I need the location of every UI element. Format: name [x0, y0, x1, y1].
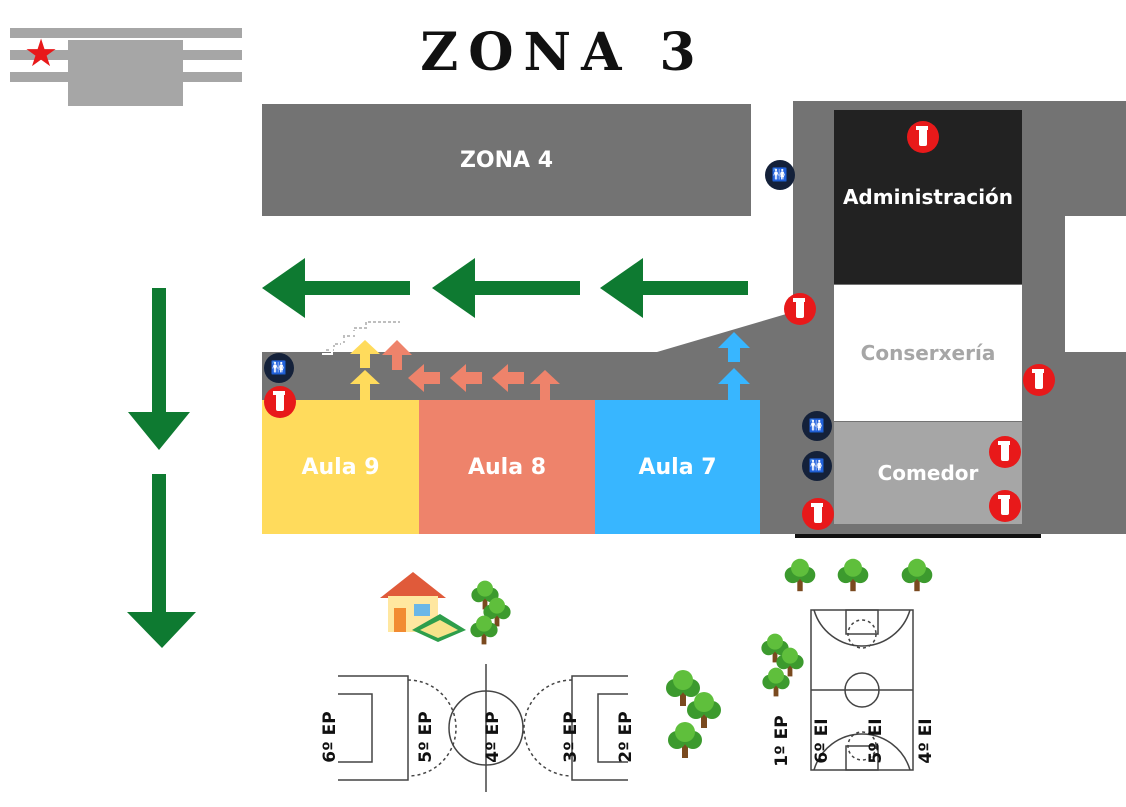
- base-line: [795, 534, 1041, 538]
- toilet-icon: 🚻: [802, 411, 832, 441]
- location-minimap: ★: [10, 26, 242, 108]
- page-title: ZONA 3: [420, 22, 706, 83]
- playground-icon: [412, 614, 466, 642]
- field-label-3ep: 3º EP: [561, 711, 581, 763]
- toilet-icon: 🚻: [264, 353, 294, 383]
- extinguisher-icon: [907, 121, 939, 153]
- extinguisher-icon: [784, 293, 816, 325]
- stairs-icon: [322, 321, 400, 355]
- field-label-4ei: 4º EI: [916, 718, 936, 764]
- conserjeria-block: Conserxería: [834, 285, 1022, 421]
- aula7-block: Aula 7: [595, 400, 760, 534]
- field-label-1ep: 1º EP: [772, 715, 792, 767]
- courtyard-gap: [1065, 216, 1126, 352]
- aula9-block: Aula 9: [262, 400, 419, 534]
- extinguisher-icon: [1023, 364, 1055, 396]
- aula8-block: Aula 8: [419, 400, 595, 534]
- toilet-icon: 🚻: [765, 160, 795, 190]
- field-label-6ep: 6º EP: [320, 711, 340, 763]
- field-label-2ep: 2º EP: [616, 711, 636, 763]
- toilet-icon: 🚻: [802, 451, 832, 481]
- field-label-5ep: 5º EP: [416, 711, 436, 763]
- extinguisher-icon: [989, 436, 1021, 468]
- field-label-5ei: 5º EI: [866, 718, 886, 764]
- extinguisher-icon: [989, 490, 1021, 522]
- field-label-6ei: 6º EI: [812, 718, 832, 764]
- extinguisher-icon: [802, 498, 834, 530]
- zona4-block: ZONA 4: [262, 104, 751, 216]
- evacuation-arrow-icon: [127, 258, 748, 648]
- extinguisher-icon: [264, 386, 296, 418]
- location-star-icon: ★: [24, 31, 59, 75]
- field-label-4ep: 4º EP: [483, 711, 503, 763]
